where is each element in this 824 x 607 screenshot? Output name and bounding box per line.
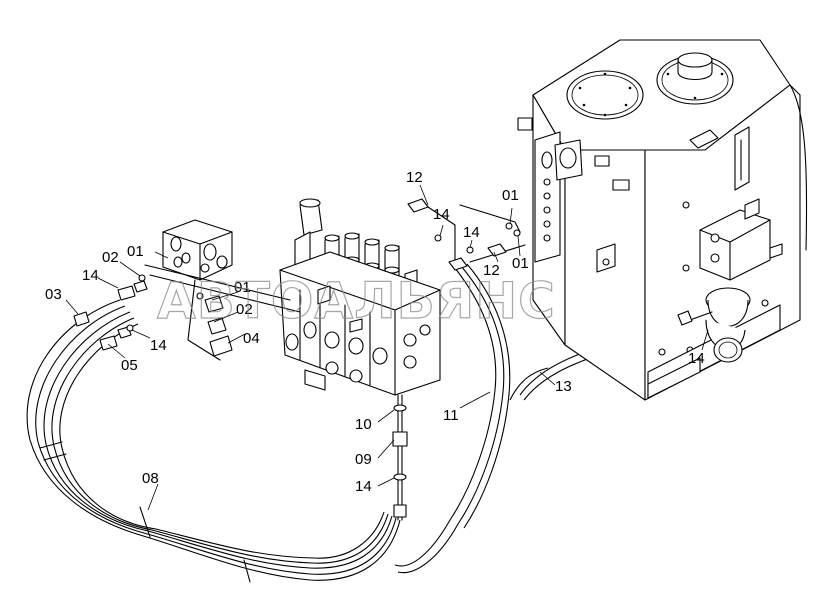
callout-14-low: 14 bbox=[150, 337, 167, 354]
hose-bundle-08 bbox=[26, 299, 401, 583]
callout-02-mid: 02 bbox=[236, 301, 253, 318]
callout-05: 05 bbox=[121, 357, 138, 374]
callout-12-right: 12 bbox=[483, 262, 500, 279]
callout-10: 10 bbox=[355, 416, 372, 433]
control-valve-block bbox=[279, 198, 441, 521]
callout-12-top: 12 bbox=[406, 169, 423, 186]
callout-14-right: 14 bbox=[463, 224, 480, 241]
callout-14-bottom: 14 bbox=[355, 478, 372, 495]
callout-01-valve: 01 bbox=[127, 243, 144, 260]
watermark: АВТОАЛЬЯНС bbox=[157, 272, 556, 330]
callout-13: 13 bbox=[555, 378, 572, 395]
leader-lines bbox=[65, 184, 709, 511]
callout-02-left: 02 bbox=[102, 249, 119, 266]
manifold-block bbox=[162, 219, 233, 281]
hose-11 bbox=[394, 263, 511, 574]
callout-14-left: 14 bbox=[82, 267, 99, 284]
pipe-lines bbox=[73, 198, 693, 518]
callout-01-mid: 01 bbox=[234, 279, 251, 296]
callout-03: 03 bbox=[45, 286, 62, 303]
callout-09: 09 bbox=[355, 451, 372, 468]
callout-14-top: 14 bbox=[433, 206, 450, 223]
callout-08: 08 bbox=[142, 470, 159, 487]
callout-14-tank: 14 bbox=[688, 350, 705, 367]
callout-04: 04 bbox=[243, 330, 260, 347]
callout-01-top: 01 bbox=[502, 187, 519, 204]
callout-11: 11 bbox=[443, 407, 459, 424]
accumulator bbox=[689, 198, 783, 363]
callout-01-right: 01 bbox=[512, 255, 529, 272]
callout-labels: 12 14 01 14 01 12 01 02 14 03 14 05 01 0… bbox=[45, 169, 705, 495]
